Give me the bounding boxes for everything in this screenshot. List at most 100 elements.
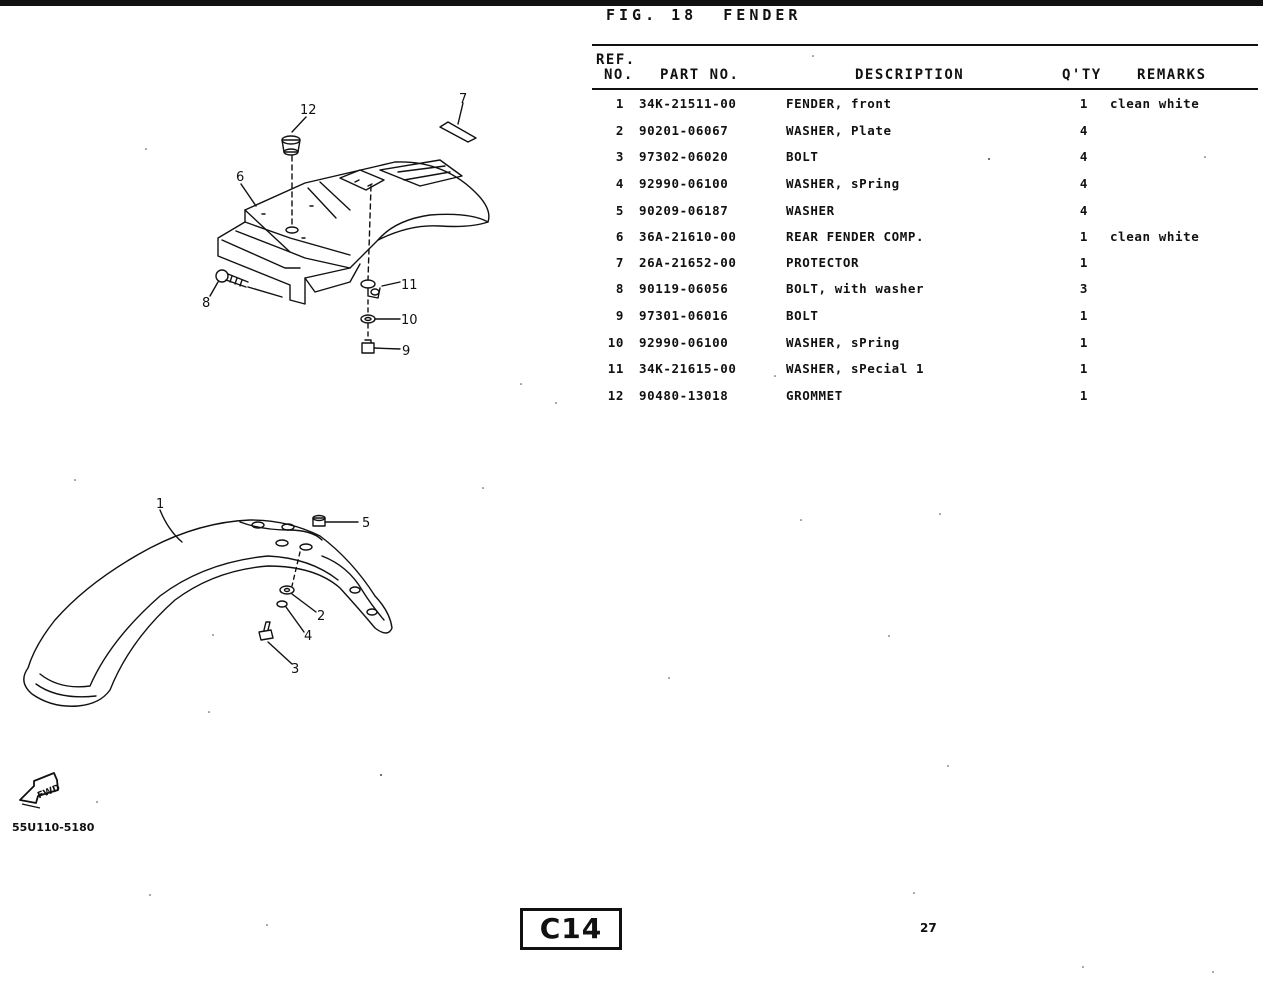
cell-description: BOLT: [786, 308, 819, 323]
cell-part-no: 90209-06187: [639, 203, 729, 218]
fwd-arrow-icon: FWD: [19, 772, 62, 809]
cell-ref: 10: [607, 335, 624, 350]
cell-qty: 3: [1079, 281, 1089, 296]
cell-remarks: clean white: [1110, 229, 1200, 244]
cell-qty: 1: [1079, 229, 1089, 244]
cell-part-no: 90201-06067: [639, 123, 729, 138]
cell-description: WASHER, sPecial 1: [786, 361, 925, 376]
cell-part-no: 92990-06100: [639, 335, 729, 350]
table-row: 7 26A-21652-00 PROTECTOR 1: [596, 255, 1256, 279]
cell-ref: 7: [615, 255, 624, 270]
table-row: 9 97301-06016 BOLT 1: [596, 308, 1256, 332]
callout-9: 9: [402, 344, 410, 359]
rear-fender-drawing: [217, 159, 490, 305]
cell-part-no: 34K-21615-00: [639, 361, 737, 376]
figure-name: FENDER: [723, 6, 802, 24]
cell-description: GROMMET: [786, 388, 843, 403]
table-row: 5 90209-06187 WASHER 4: [596, 203, 1256, 227]
header-qty: Q'TY: [1062, 67, 1102, 83]
top-border-rule: [0, 0, 1263, 6]
cell-qty: 4: [1079, 123, 1089, 138]
callout-8: 8: [202, 296, 210, 311]
header-ref-line2: NO.: [604, 67, 634, 83]
cell-description: PROTECTOR: [786, 255, 860, 270]
cell-ref: 4: [615, 176, 624, 191]
special-washer-part-11: [360, 279, 381, 299]
cell-ref: 3: [615, 149, 624, 164]
callout-12: 12: [300, 103, 317, 118]
cell-qty: 4: [1079, 149, 1089, 164]
page-number: 27: [920, 921, 937, 935]
spring-washer-part-4: [276, 600, 288, 608]
header-remarks: REMARKS: [1137, 67, 1207, 83]
cell-ref: 8: [615, 281, 624, 296]
callout-1: 1: [156, 497, 164, 512]
table-row: 1 34K-21511-00 FENDER, front 1 clean whi…: [596, 96, 1256, 120]
cell-part-no: 97301-06016: [639, 308, 729, 323]
callout-11: 11: [401, 278, 418, 293]
table-row: 10 92990-06100 WASHER, sPring 1: [596, 335, 1256, 359]
plate-washer-part-2: [279, 585, 295, 595]
cell-part-no: 34K-21511-00: [639, 96, 737, 111]
bolt-part-9: [361, 339, 375, 354]
table-row: 6 36A-21610-00 REAR FENDER COMP. 1 clean…: [596, 229, 1256, 253]
cell-ref: 9: [615, 308, 624, 323]
front-fender-drawing: [23, 519, 393, 707]
cell-ref: 5: [615, 203, 624, 218]
spring-washer-part-10: [360, 314, 376, 324]
cell-qty: 1: [1079, 361, 1089, 376]
cell-description: BOLT, with washer: [786, 281, 925, 296]
diagram-code: 55U110-5180: [12, 821, 95, 834]
cell-description: FENDER, front: [786, 96, 892, 111]
cell-part-no: 97302-06020: [639, 149, 729, 164]
callout-6: 6: [236, 170, 244, 185]
figure-label: FIG. 18: [606, 6, 698, 24]
callout-7: 7: [459, 92, 467, 107]
callout-4: 4: [304, 629, 312, 644]
washer-part-5: [312, 514, 326, 527]
header-ref-line1: REF.: [596, 52, 636, 68]
table-row: 2 90201-06067 WASHER, Plate 4: [596, 123, 1256, 147]
cell-ref: 2: [615, 123, 624, 138]
table-row: 8 90119-06056 BOLT, with washer 3: [596, 281, 1256, 305]
grommet-part-12: [281, 135, 301, 156]
cell-qty: 1: [1079, 255, 1089, 270]
table-top-rule: [592, 44, 1258, 46]
cell-qty: 4: [1079, 203, 1089, 218]
cell-qty: 1: [1079, 335, 1089, 350]
header-description: DESCRIPTION: [855, 67, 965, 83]
cell-description: WASHER, sPring: [786, 335, 900, 350]
cell-part-no: 90119-06056: [639, 281, 729, 296]
cell-ref: 1: [615, 96, 624, 111]
cell-qty: 1: [1079, 96, 1089, 111]
bolt-part-8: [215, 269, 249, 288]
cell-part-no: 26A-21652-00: [639, 255, 737, 270]
cell-qty: 4: [1079, 176, 1089, 191]
cell-description: WASHER, Plate: [786, 123, 892, 138]
table-row: 11 34K-21615-00 WASHER, sPecial 1 1: [596, 361, 1256, 385]
cell-description: WASHER, sPring: [786, 176, 900, 191]
cell-part-no: 92990-06100: [639, 176, 729, 191]
cell-ref: 12: [607, 388, 624, 403]
cell-ref: 6: [615, 229, 624, 244]
callout-10: 10: [401, 313, 418, 328]
cell-qty: 1: [1079, 308, 1089, 323]
callout-3: 3: [291, 662, 299, 677]
callout-2: 2: [317, 609, 325, 624]
table-header-rule: [592, 88, 1258, 90]
table-row: 3 97302-06020 BOLT 4: [596, 149, 1256, 173]
cell-description: BOLT: [786, 149, 819, 164]
cell-qty: 1: [1079, 388, 1089, 403]
cell-description: WASHER: [786, 203, 835, 218]
callout-5: 5: [362, 516, 370, 531]
cell-description: REAR FENDER COMP.: [786, 229, 925, 244]
cell-ref: 11: [607, 361, 624, 376]
table-row: 4 92990-06100 WASHER, sPring 4: [596, 176, 1256, 200]
figure-title: FIG. 18 FENDER: [606, 6, 801, 24]
cell-remarks: clean white: [1110, 96, 1200, 111]
section-code-box: C14: [520, 908, 622, 950]
protector-part-7: [439, 121, 477, 143]
bolt-part-3: [258, 621, 274, 641]
table-row: 12 90480-13018 GROMMET 1: [596, 388, 1256, 412]
